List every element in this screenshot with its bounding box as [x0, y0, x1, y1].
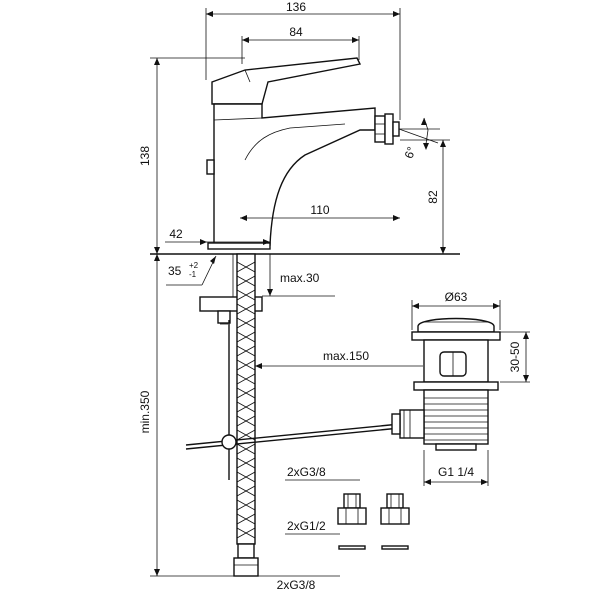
- label-angle: 6°: [402, 145, 419, 161]
- label-g12: 2xG1/2: [287, 519, 326, 533]
- label-max30: max.30: [280, 271, 320, 285]
- label-waste-range: 30-50: [508, 341, 522, 372]
- dim-mounting-hole: 35 +2 -1: [166, 255, 217, 286]
- label-base-offset: 42: [169, 227, 183, 241]
- dim-waste-dia: Ø63: [411, 290, 501, 330]
- label-spout-height: 82: [426, 190, 440, 204]
- label-min350: min.350: [138, 390, 152, 433]
- dim-waste-range: 30-50: [500, 331, 530, 383]
- label-hole-dia: 35: [168, 264, 182, 278]
- label-max150: max.150: [323, 349, 369, 363]
- dim-handle-width: 84: [241, 25, 360, 64]
- popup-rod: [185, 320, 401, 480]
- dim-max30: max.30: [262, 254, 335, 297]
- dim-min350: min.350: [138, 254, 234, 577]
- dim-g38-bottom: 2xG3/8: [258, 575, 340, 592]
- label-overall-height: 138: [138, 146, 152, 166]
- adapter-fittings: 2xG3/8 2xG1/2: [285, 465, 410, 550]
- dim-base-offset: 42: [165, 227, 270, 245]
- label-handle-width: 84: [289, 25, 303, 39]
- dim-spout-reach: 110: [240, 203, 400, 221]
- dim-waste-thread: G1 1/4: [423, 450, 489, 486]
- label-hole-tol-plus: +2: [189, 261, 199, 270]
- faucet-body: [150, 57, 460, 255]
- label-waste-thread: G1 1/4: [438, 465, 474, 479]
- dim-spout-height: 82: [400, 139, 450, 254]
- braided-hose: [233, 253, 259, 577]
- label-spout-reach: 110: [310, 203, 329, 217]
- dim-max150: max.150: [255, 349, 423, 369]
- label-hole-tol-minus: -1: [189, 270, 197, 279]
- label-waste-dia: Ø63: [445, 290, 468, 304]
- angle-indicator: 6°: [398, 117, 440, 161]
- label-g38-top: 2xG3/8: [287, 465, 326, 479]
- label-overall-width: 136: [286, 0, 306, 14]
- label-g38-bottom: 2xG3/8: [277, 578, 316, 592]
- waste-assembly: [391, 317, 501, 451]
- dim-overall-width: 136: [205, 0, 401, 120]
- dim-overall-height: 138: [138, 57, 245, 254]
